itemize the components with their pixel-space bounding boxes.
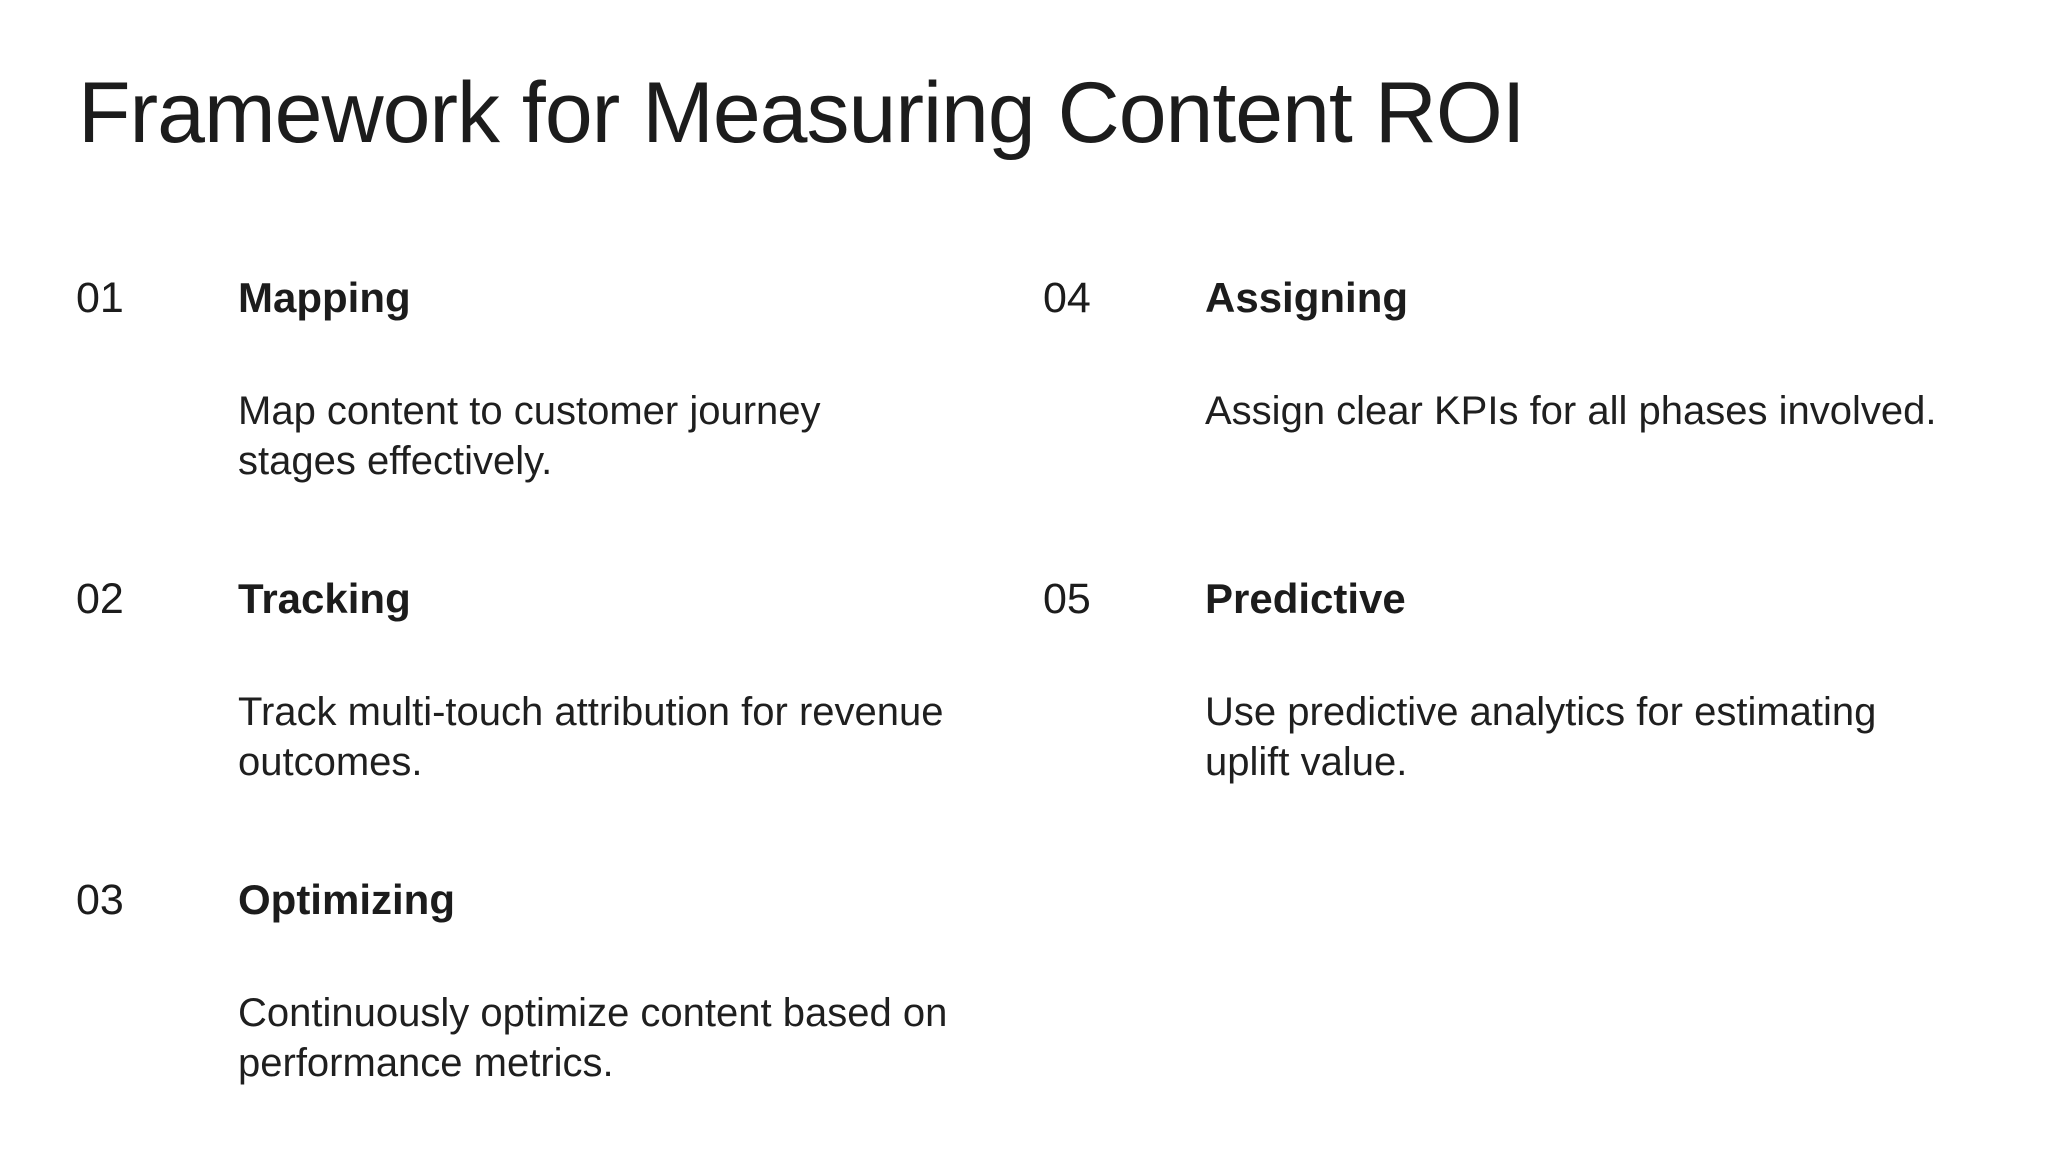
framework-item-optimizing: 03 Optimizing Continuously optimize cont… bbox=[76, 879, 1016, 1088]
item-heading: Assigning bbox=[1205, 274, 1409, 321]
item-description: Track multi-touch attribution for revenu… bbox=[238, 687, 1016, 787]
item-description-line: outcomes. bbox=[238, 740, 423, 784]
item-description-line: Map content to customer journey bbox=[238, 389, 821, 433]
item-description-line: Continuously optimize content based on bbox=[238, 991, 948, 1035]
item-description-line: performance metrics. bbox=[238, 1041, 614, 1085]
framework-item-mapping: 01 Mapping Map content to customer journ… bbox=[76, 277, 1016, 486]
framework-item-predictive: 05 Predictive Use predictive analytics f… bbox=[1043, 578, 1983, 787]
framework-item-tracking: 02 Tracking Track multi-touch attributio… bbox=[76, 578, 1016, 787]
item-content: Assigning Assign clear KPIs for all phas… bbox=[1205, 277, 1983, 436]
item-description: Assign clear KPIs for all phases involve… bbox=[1205, 386, 1983, 436]
item-number: 01 bbox=[76, 274, 124, 322]
item-heading: Optimizing bbox=[238, 876, 455, 923]
item-description-line: Track multi-touch attribution for revenu… bbox=[238, 690, 944, 734]
framework-item-assigning: 04 Assigning Assign clear KPIs for all p… bbox=[1043, 277, 1983, 436]
item-number: 02 bbox=[76, 575, 124, 623]
item-description-line: uplift value. bbox=[1205, 740, 1408, 784]
item-description-line: Use predictive analytics for estimating bbox=[1205, 690, 1877, 734]
page-title: Framework for Measuring Content ROI bbox=[78, 65, 1526, 161]
item-description-line: stages effectively. bbox=[238, 439, 553, 483]
item-number: 03 bbox=[76, 876, 124, 924]
item-heading: Mapping bbox=[238, 274, 411, 321]
item-content: Optimizing Continuously optimize content… bbox=[238, 879, 1016, 1088]
item-heading: Predictive bbox=[1205, 575, 1406, 622]
item-description-line: Assign clear KPIs for all phases involve… bbox=[1205, 389, 1937, 433]
item-number: 04 bbox=[1043, 274, 1091, 322]
item-description: Map content to customer journey stages e… bbox=[238, 386, 1016, 486]
item-description: Use predictive analytics for estimating … bbox=[1205, 687, 1983, 787]
item-content: Tracking Track multi-touch attribution f… bbox=[238, 578, 1016, 787]
item-content: Predictive Use predictive analytics for … bbox=[1205, 578, 1983, 787]
item-description: Continuously optimize content based on p… bbox=[238, 988, 1016, 1088]
item-number: 05 bbox=[1043, 575, 1091, 623]
item-heading: Tracking bbox=[238, 575, 411, 622]
item-content: Mapping Map content to customer journey … bbox=[238, 277, 1016, 486]
